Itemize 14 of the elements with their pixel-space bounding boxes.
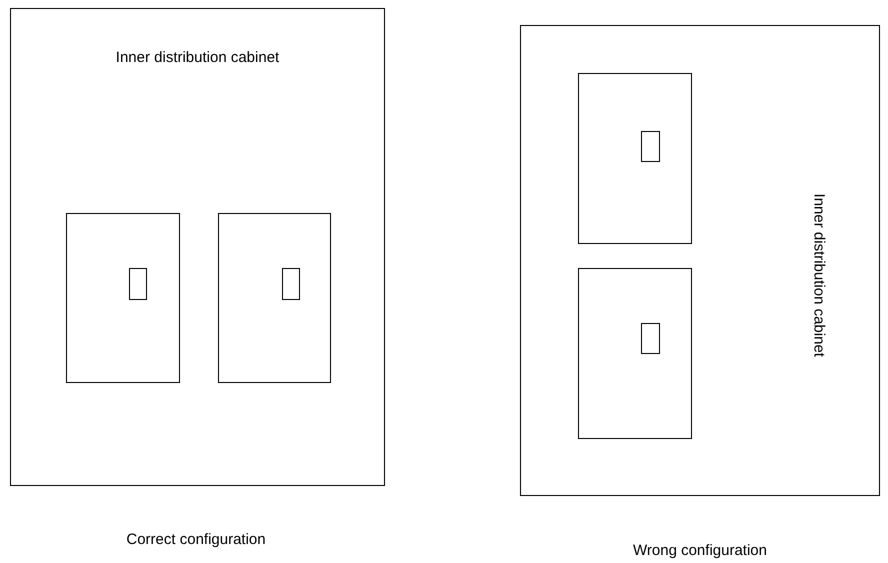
switch-rect xyxy=(282,268,300,300)
breaker-box xyxy=(578,73,692,244)
cabinet-label: Inner distribution cabinet xyxy=(809,192,828,359)
configuration-caption: Wrong configuration xyxy=(633,541,767,561)
switch-rect xyxy=(641,131,660,162)
breaker-box xyxy=(578,268,692,439)
cabinet-outline xyxy=(10,8,385,486)
switch-rect xyxy=(129,268,147,300)
breaker-box xyxy=(218,213,331,383)
configuration-caption: Correct configuration xyxy=(126,530,266,550)
switch-rect xyxy=(641,323,660,354)
cabinet-label: Inner distribution cabinet xyxy=(114,48,280,68)
cabinet-outline xyxy=(520,25,880,496)
breaker-box xyxy=(66,213,180,383)
